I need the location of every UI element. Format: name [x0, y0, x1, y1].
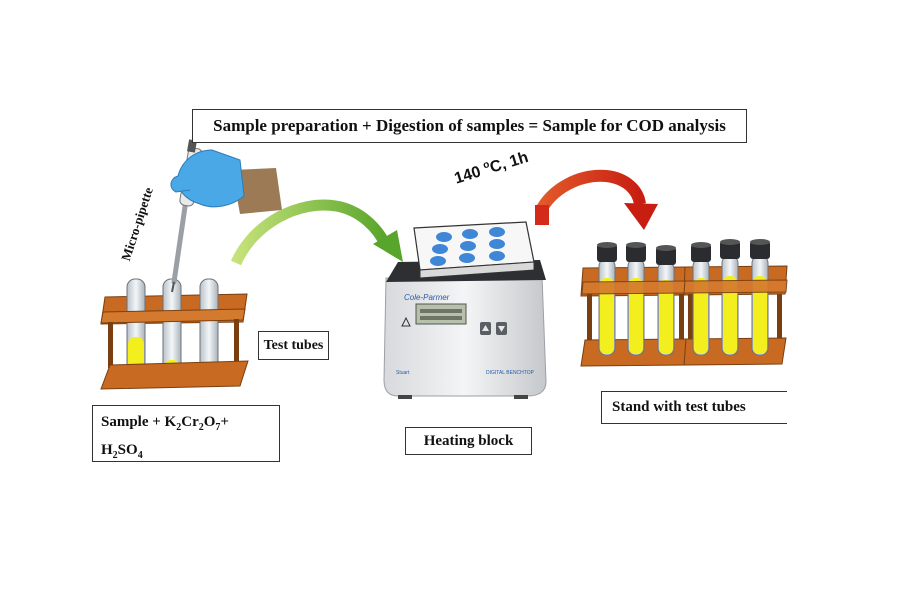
capped-tube-6	[750, 239, 770, 356]
title-text: Sample preparation + Digestion of sample…	[213, 116, 726, 135]
reagent-label-box: Sample + K2Cr2O7+ H2SO4	[92, 405, 280, 462]
red-arrow	[534, 169, 658, 230]
green-arrow	[230, 199, 403, 266]
test-tubes-label-box: Test tubes	[258, 331, 329, 360]
stand-label: Stand with test tubes	[612, 399, 746, 415]
reagent-line-2: H2SO4	[101, 442, 143, 461]
device-footer-left: Stuart	[396, 370, 410, 376]
capped-test-tubes	[581, 239, 788, 356]
left-test-tube-rack	[100, 278, 249, 390]
heating-block-label-box: Heating block	[405, 427, 532, 455]
capped-tube-5	[720, 239, 740, 356]
gloved-hand	[170, 149, 282, 214]
device-footer-right: DIGITAL BENCHTOP	[486, 370, 535, 376]
capped-tube-4	[691, 242, 711, 356]
capped-tube-1	[597, 242, 617, 356]
heating-block-wells	[430, 227, 505, 266]
title-box: Sample preparation + Digestion of sample…	[192, 109, 747, 143]
stand-label-box: Stand with test tubes	[601, 391, 787, 424]
device-brand: Cole-Parmer	[404, 293, 450, 302]
heating-block-label: Heating block	[423, 433, 514, 449]
reagent-line-1: Sample + K2Cr2O7+	[101, 414, 229, 433]
capped-tube-2	[626, 242, 646, 356]
heating-block-device	[383, 221, 547, 399]
capped-tube-3	[656, 245, 676, 356]
test-tubes-label: Test tubes	[263, 338, 324, 353]
